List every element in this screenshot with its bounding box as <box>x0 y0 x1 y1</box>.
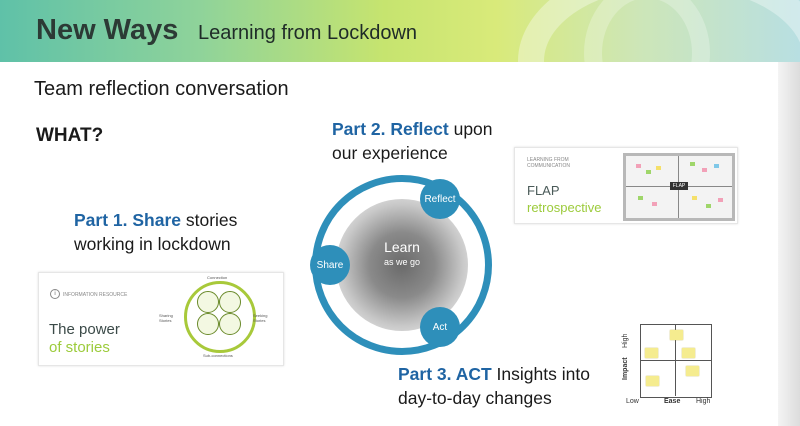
matrix-frame <box>640 324 712 398</box>
stories-left-label: Sharing Stories <box>159 313 173 323</box>
power-of-stories-card: i INFORMATION RESOURCE The power of stor… <box>38 272 284 366</box>
sticky-note <box>652 202 657 206</box>
what-label: WHAT? <box>36 125 104 146</box>
part2-line2: our experience <box>332 143 448 163</box>
matrix-x-axis-label: Ease <box>664 398 681 405</box>
sticky-note <box>718 198 723 202</box>
cycle-node-act: Act <box>420 307 460 347</box>
part1-rest: stories <box>181 210 238 230</box>
cycle-center-label: Learn as we go <box>336 239 468 267</box>
cycle-center-subtitle: as we go <box>383 257 421 267</box>
sticky-note <box>656 166 661 170</box>
banner-subtitle: Learning from Lockdown <box>198 22 418 44</box>
learning-cycle-diagram: Learn as we go Reflect Share Act <box>310 175 492 355</box>
part1-text: Part 1. Share stories working in lockdow… <box>74 208 237 256</box>
sticky-note <box>646 170 651 174</box>
flap-card-mini-label: LEARNING FROM COMMUNICATION <box>527 157 570 169</box>
stories-right-label: Seeking Stories <box>253 313 268 323</box>
whiteboard-image: FLAP <box>623 153 735 221</box>
matrix-x-low-label: Low <box>626 398 639 405</box>
matrix-sticky-note <box>686 366 699 376</box>
matrix-sticky-note <box>645 348 658 358</box>
sticky-note <box>636 164 641 168</box>
matrix-y-axis-label: Impact <box>622 357 629 380</box>
stories-card-subtitle: of stories <box>49 339 110 356</box>
matrix-sticky-note <box>646 376 659 386</box>
matrix-sticky-note <box>670 330 683 340</box>
stories-petal <box>219 313 241 335</box>
slide-edge <box>778 62 800 426</box>
sticky-note <box>690 162 695 166</box>
cycle-center-title: Learn <box>384 239 420 255</box>
stories-petal <box>219 291 241 313</box>
cycle-node-reflect: Reflect <box>420 179 460 219</box>
impact-ease-matrix: High Impact Low Ease High <box>620 318 712 405</box>
part2-bold: Part 2. Reflect <box>332 119 449 139</box>
stories-top-label: Connection <box>207 275 228 280</box>
sticky-note <box>706 204 711 208</box>
matrix-x-high-label: High <box>696 398 711 405</box>
part3-bold: Part 3. ACT <box>398 364 492 384</box>
sticky-note <box>714 164 719 168</box>
stories-card-title: The power <box>49 321 120 338</box>
stories-petal <box>197 313 219 335</box>
matrix-divider <box>640 360 711 361</box>
slide-heading: Team reflection conversation <box>34 78 289 100</box>
stories-bottom-label: Sub-connections <box>203 353 233 358</box>
banner-title: New Ways <box>36 14 179 46</box>
board-center-label: FLAP <box>670 182 688 190</box>
part2-rest: upon <box>448 119 493 139</box>
sticky-note <box>638 196 643 200</box>
part1-bold: Part 1. Share <box>74 210 181 230</box>
part3-rest: Insights into <box>491 364 590 384</box>
part3-line2: day-to-day changes <box>398 388 552 408</box>
stories-card-mini-label: INFORMATION RESOURCE <box>63 292 128 298</box>
info-icon: i <box>50 289 60 299</box>
stories-ring <box>184 281 256 353</box>
title-banner: New Ways Learning from Lockdown <box>0 0 800 62</box>
flap-card-title: FLAP <box>527 183 560 198</box>
part2-text: Part 2. Reflect upon our experience <box>332 117 493 165</box>
sticky-note <box>702 168 707 172</box>
cycle-node-share: Share <box>310 245 350 285</box>
part1-line2: working in lockdown <box>74 234 231 254</box>
matrix-sticky-note <box>682 348 695 358</box>
part3-text: Part 3. ACT Insights into day-to-day cha… <box>398 362 590 410</box>
sticky-note <box>692 196 697 200</box>
stories-petal <box>197 291 219 313</box>
matrix-y-high-label: High <box>622 333 629 348</box>
banner-decoration <box>584 0 710 62</box>
flap-card-subtitle: retrospective <box>527 200 602 215</box>
flap-retrospective-card: LEARNING FROM COMMUNICATION FLAP retrosp… <box>514 147 738 224</box>
